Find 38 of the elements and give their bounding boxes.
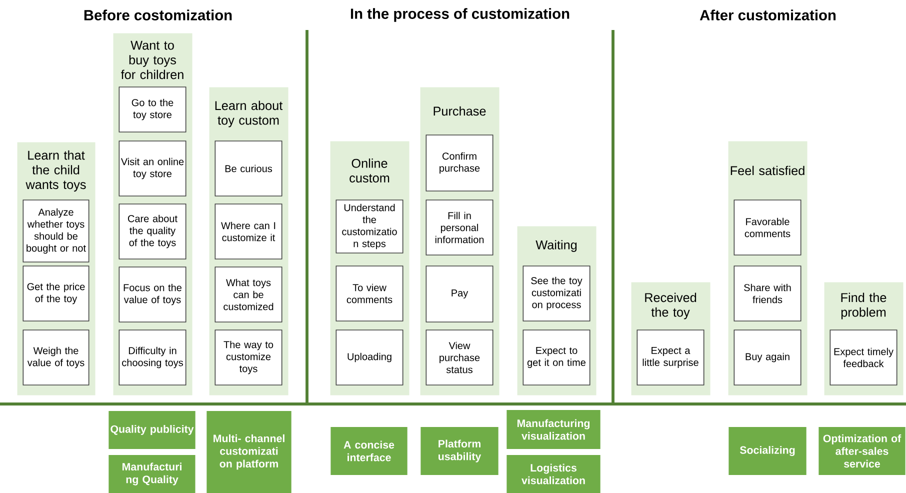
opportunity-box: Socializing: [728, 427, 806, 475]
step-box: See the toy customizati on process: [522, 266, 590, 322]
step-box: To view comments: [336, 266, 404, 322]
stage-title: Before costomization: [84, 10, 232, 20]
step-box: Get the price of the toy: [22, 266, 90, 322]
step-box: Expect timely feedback: [830, 330, 898, 386]
stage-title: In the process of customization: [350, 8, 570, 22]
step-box: Favorable comments: [734, 200, 802, 256]
step-box: Expect to get it on time: [522, 330, 590, 386]
opportunity-box: Manufacturing visualization: [506, 410, 600, 449]
opportunity-box: A concise interface: [330, 427, 408, 475]
step-box: What toys can be customized: [214, 266, 282, 322]
step-box: Care about the quality of the toys: [118, 204, 186, 260]
stage-title: After customization: [700, 10, 836, 20]
step-box: Where can I customize it: [214, 204, 282, 260]
opportunity-box: Multi- channel customizati on platform: [206, 411, 292, 493]
opportunity-box: Quality publicity: [108, 411, 196, 449]
step-box: Expect a little surprise: [636, 330, 704, 386]
step-box: Buy again: [734, 330, 802, 386]
step-box: Go to the toy store: [118, 86, 186, 132]
opportunity-box: Platform usability: [420, 427, 498, 475]
opportunity-box: Manufacturi ng Quality: [108, 455, 196, 493]
opportunity-box: Optimization of after-sales service: [818, 427, 906, 475]
step-box: Uploading: [336, 330, 404, 386]
step-box: Difficulty in choosing toys: [118, 330, 186, 386]
step-box: Pay: [426, 266, 494, 322]
step-box: Visit an online toy store: [118, 140, 186, 196]
opportunity-box: Logistics visualization: [506, 455, 600, 493]
step-box: Focus on the value of toys: [118, 266, 186, 322]
step-box: Analyze whether toys should be bought or not: [22, 200, 90, 262]
step-box: Fill in personal information: [426, 200, 494, 256]
step-box: Weigh the value of toys: [22, 330, 90, 386]
step-box: Confirm purchase: [426, 134, 494, 192]
step-box: Be curious: [214, 140, 282, 196]
step-box: Understand the customizatio n steps: [336, 200, 404, 254]
step-box: View purchase status: [426, 330, 494, 386]
step-box: The way to customize toys: [214, 330, 282, 386]
step-box: Share with friends: [734, 266, 802, 322]
